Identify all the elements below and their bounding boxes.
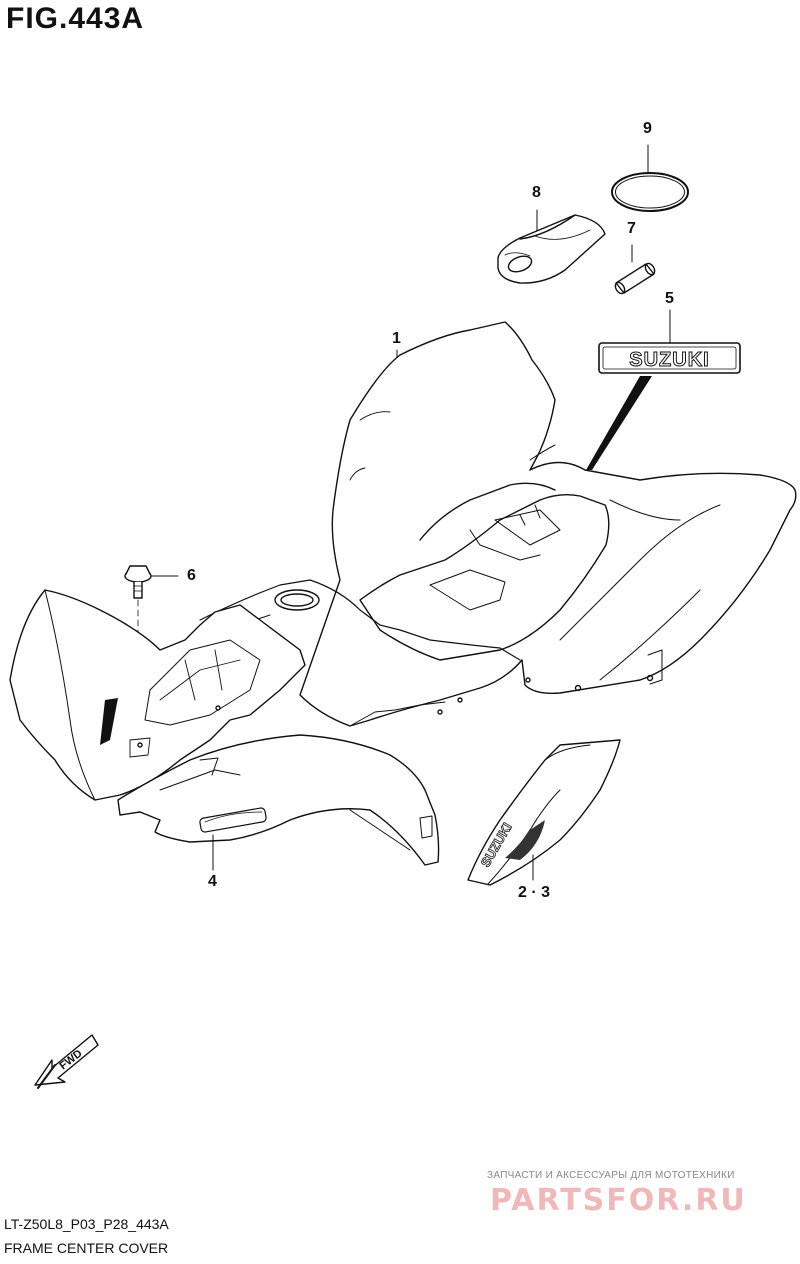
emblem-part-5: [586, 309, 741, 470]
callout-6: 6: [187, 567, 196, 584]
o-ring-part-9: [611, 144, 689, 212]
callout-8: 7: [627, 220, 636, 237]
watermark-subtitle: ЗАПЧАСТИ И АКСЕССУАРЫ ДЛЯ МОТОТЕХНИКИ: [487, 1170, 735, 1181]
callout-5: 5: [665, 290, 674, 307]
callout-9: 9: [643, 120, 652, 137]
watermark-brand: PARTSFOR.RU: [490, 1183, 747, 1218]
center-cover-part-1: [199, 321, 797, 727]
fwd-arrow-icon: [34, 1034, 99, 1089]
callout-4: 4: [208, 873, 217, 890]
diagram-caption: FRAME CENTER COVER: [4, 1240, 169, 1256]
callout-2-3: 2 · 3: [518, 884, 551, 901]
front-fender-left: [9, 589, 306, 801]
callout-1: 1: [392, 330, 401, 347]
figure-title: FIG.443A: [6, 2, 145, 35]
diagram-code: LT-Z50L8_P03_P28_443A: [4, 1216, 169, 1232]
rear-fender-part-4: [117, 734, 440, 871]
cap-part-7: [497, 209, 606, 284]
side-decal-part-2-3: [467, 739, 621, 886]
callout-7: 8: [532, 184, 541, 201]
emblem-text: SUZUKI: [629, 349, 709, 371]
pin-part-8: [614, 244, 656, 295]
